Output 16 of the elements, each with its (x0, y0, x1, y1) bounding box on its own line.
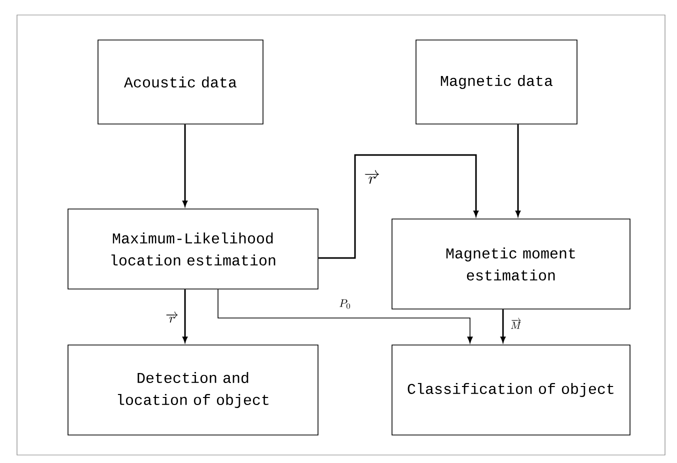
arrow (500, 309, 506, 342)
arrow (318, 154, 478, 259)
process-box: Acoustic data (98, 40, 264, 124)
process-box: Detection and location of object (68, 344, 318, 436)
process-box: Magnetic moment estimation (392, 218, 630, 310)
edge-label: $\overrightarrow{r}$ (166, 312, 178, 323)
edge-label: $\overrightarrow{M}$ (511, 318, 522, 329)
arrow (182, 124, 188, 206)
arrow (516, 124, 520, 216)
edge-label: $P_0$ (339, 299, 350, 309)
arrow (218, 289, 473, 344)
process-box: Classification of object (392, 344, 630, 436)
edge-label: $\overrightarrow{r}$ (364, 170, 380, 184)
process-box: Maximum-Likelihood location estimation (68, 208, 318, 290)
process-box: Magnetic data (416, 40, 578, 124)
arrow (182, 289, 188, 342)
